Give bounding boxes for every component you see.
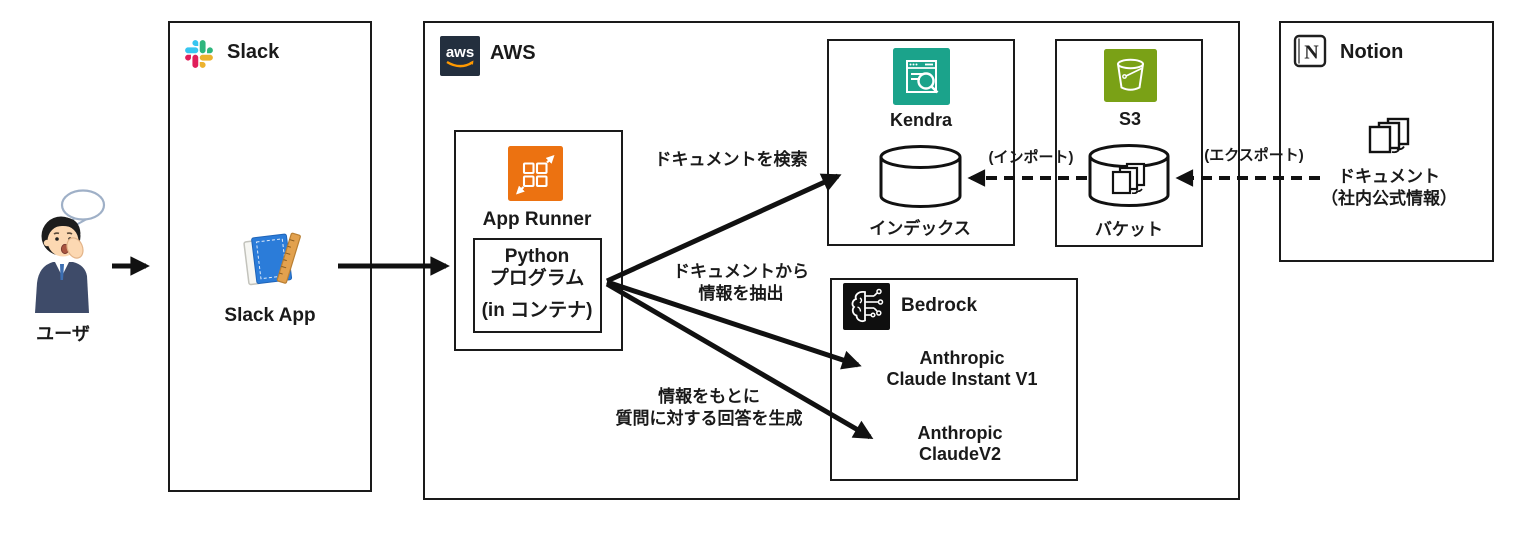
s3-documents-glyph: [1111, 162, 1146, 195]
slack-title: Slack: [227, 41, 280, 63]
notion-title: Notion: [1340, 41, 1404, 63]
bedrock-title: Bedrock: [901, 295, 978, 316]
app-runner-label: App Runner: [482, 209, 592, 230]
slack-logo-icon: [185, 40, 213, 68]
s3-icon: [1104, 49, 1157, 102]
edge-label-generate-line2: 質問に対する回答を生成: [615, 409, 803, 428]
aws-title: AWS: [490, 42, 536, 64]
bedrock-model1-line2: Claude Instant V1: [886, 369, 1038, 389]
edge-label-export: (エクスポート): [1204, 147, 1304, 164]
python-program-line1: Python: [504, 246, 570, 267]
edge-label-search: ドキュメントを検索: [654, 150, 808, 169]
s3-bucket-cylinder: [1088, 144, 1170, 207]
app-runner-icon: [508, 146, 563, 201]
bedrock-model2-line1: Anthropic: [917, 423, 1003, 443]
python-program-line3: (in コンテナ): [481, 300, 593, 321]
kendra-container: [827, 39, 1015, 246]
aws-logo-icon: aws: [440, 36, 480, 76]
svg-text:aws: aws: [446, 44, 474, 61]
user-label: ユーザ: [36, 324, 90, 344]
notion-documents-line1: ドキュメント: [1338, 167, 1440, 186]
bedrock-model1-line1: Anthropic: [919, 348, 1005, 368]
user-illustration: [35, 189, 106, 313]
kendra-title: Kendra: [889, 110, 953, 130]
slack-app-icon: [243, 232, 301, 286]
kendra-icon: [893, 48, 950, 105]
python-program-box: [473, 238, 602, 333]
edge-label-import: (インポート): [988, 149, 1074, 166]
notion-logo-icon: N: [1293, 34, 1327, 68]
s3-bucket-label: バケット: [1095, 220, 1163, 239]
bedrock-model2-line2: ClaudeV2: [918, 444, 1002, 464]
bedrock-icon: [843, 283, 890, 330]
s3-title: S3: [1118, 109, 1142, 129]
notion-documents-icon: [1368, 117, 1410, 154]
svg-text:N: N: [1304, 42, 1319, 64]
notion-documents-line2: （社内公式情報）: [1321, 189, 1457, 208]
edge-label-extract-line2: 情報を抽出: [698, 284, 784, 303]
edge-label-extract-line1: ドキュメントから: [673, 262, 809, 281]
edge-label-generate-line1: 情報をもとに: [658, 387, 760, 406]
kendra-index-cylinder: [879, 145, 962, 208]
slack-app-label: Slack App: [224, 305, 316, 326]
python-program-line2: プログラム: [489, 268, 585, 289]
kendra-index-label: インデックス: [869, 219, 971, 238]
